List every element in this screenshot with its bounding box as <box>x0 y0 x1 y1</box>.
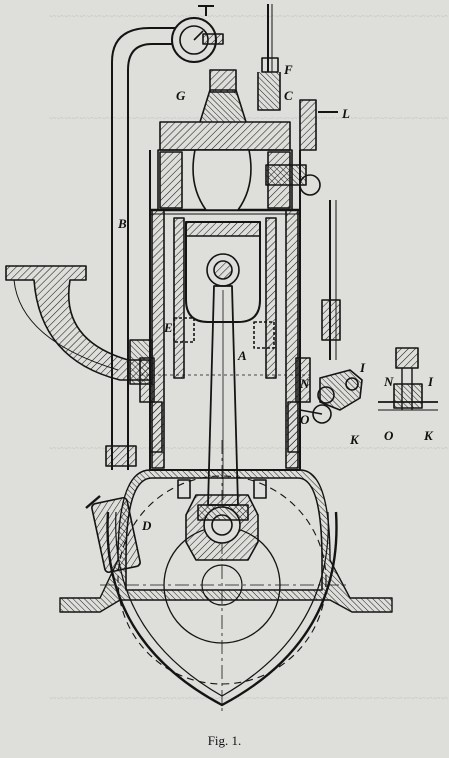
label-O-detail: O <box>384 428 394 443</box>
label-I-detail: I <box>427 374 434 389</box>
connecting-rod <box>197 285 249 521</box>
label-K: K <box>349 432 360 447</box>
transfer-pipe-B <box>105 27 178 470</box>
label-G: G <box>176 88 186 103</box>
lever-L <box>265 99 338 196</box>
label-F: F <box>283 62 293 77</box>
fuel-valve-F <box>257 4 281 111</box>
label-C: C <box>284 88 293 103</box>
label-E: E <box>163 320 173 335</box>
cylinder-head <box>159 69 291 211</box>
piston <box>185 221 261 323</box>
pressure-gauge <box>171 5 224 63</box>
port-E <box>173 317 275 349</box>
label-A: A <box>237 348 247 363</box>
figure-caption: Fig. 1. <box>207 733 242 748</box>
detail-inset <box>378 347 438 411</box>
label-O: O <box>300 412 310 427</box>
pushrod <box>321 200 341 360</box>
label-B: B <box>117 216 127 231</box>
label-I: I <box>359 360 366 375</box>
timing-gear-D <box>85 495 141 574</box>
rocker-assembly <box>299 369 363 424</box>
scavenge-ports <box>149 401 301 453</box>
label-N-detail: N <box>383 374 394 389</box>
crankcase <box>59 440 393 712</box>
label-N: N <box>299 376 310 391</box>
label-L: L <box>341 106 350 121</box>
label-D: D <box>141 518 152 533</box>
exhaust-elbow <box>5 265 153 385</box>
label-K-detail: K <box>423 428 434 443</box>
